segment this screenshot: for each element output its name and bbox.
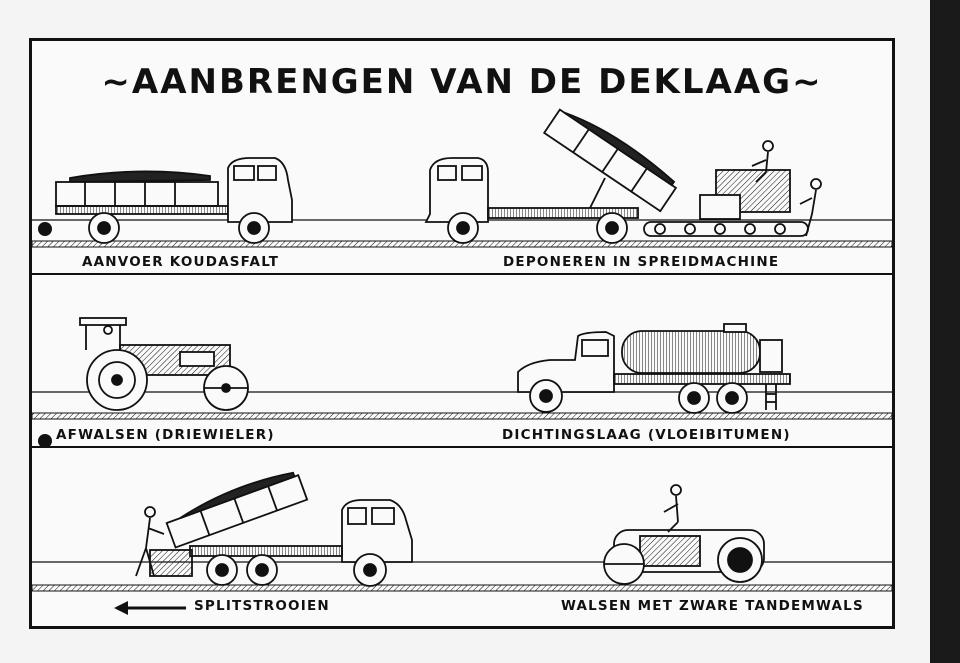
bitumen-tanker-icon bbox=[517, 323, 791, 414]
three-wheel-roller-icon bbox=[79, 317, 249, 411]
gritting-truck-icon bbox=[135, 471, 413, 587]
caption-aanvoer: AANVOER KOUDASFALT bbox=[82, 254, 280, 270]
page-title: ~AANBRENGEN VAN DE DEKLAAG~ bbox=[101, 62, 823, 102]
bullet-dot-1 bbox=[38, 222, 52, 236]
caption-afwalsen: AFWALSEN (DRIEWIELER) bbox=[56, 427, 275, 443]
road-row-2 bbox=[31, 391, 893, 420]
left-arrow-icon bbox=[114, 601, 186, 615]
bullet-dot-2 bbox=[38, 434, 52, 448]
section-divider-1 bbox=[32, 273, 892, 275]
caption-dichtingslaag: DICHTINGSLAAG (VLOEIBITUMEN) bbox=[502, 427, 791, 443]
dump-truck-icon bbox=[55, 157, 293, 244]
caption-splitstrooien: SPLITSTROOIEN bbox=[194, 598, 330, 614]
caption-deponeren: DEPONEREN IN SPREIDMACHINE bbox=[503, 254, 780, 270]
tandem-roller-icon bbox=[603, 484, 765, 585]
spreading-machine-icon bbox=[424, 108, 822, 244]
caption-walsen: WALSEN MET ZWARE TANDEMWALS bbox=[561, 598, 864, 614]
section-divider-2 bbox=[32, 446, 892, 448]
film-edge bbox=[930, 0, 960, 663]
